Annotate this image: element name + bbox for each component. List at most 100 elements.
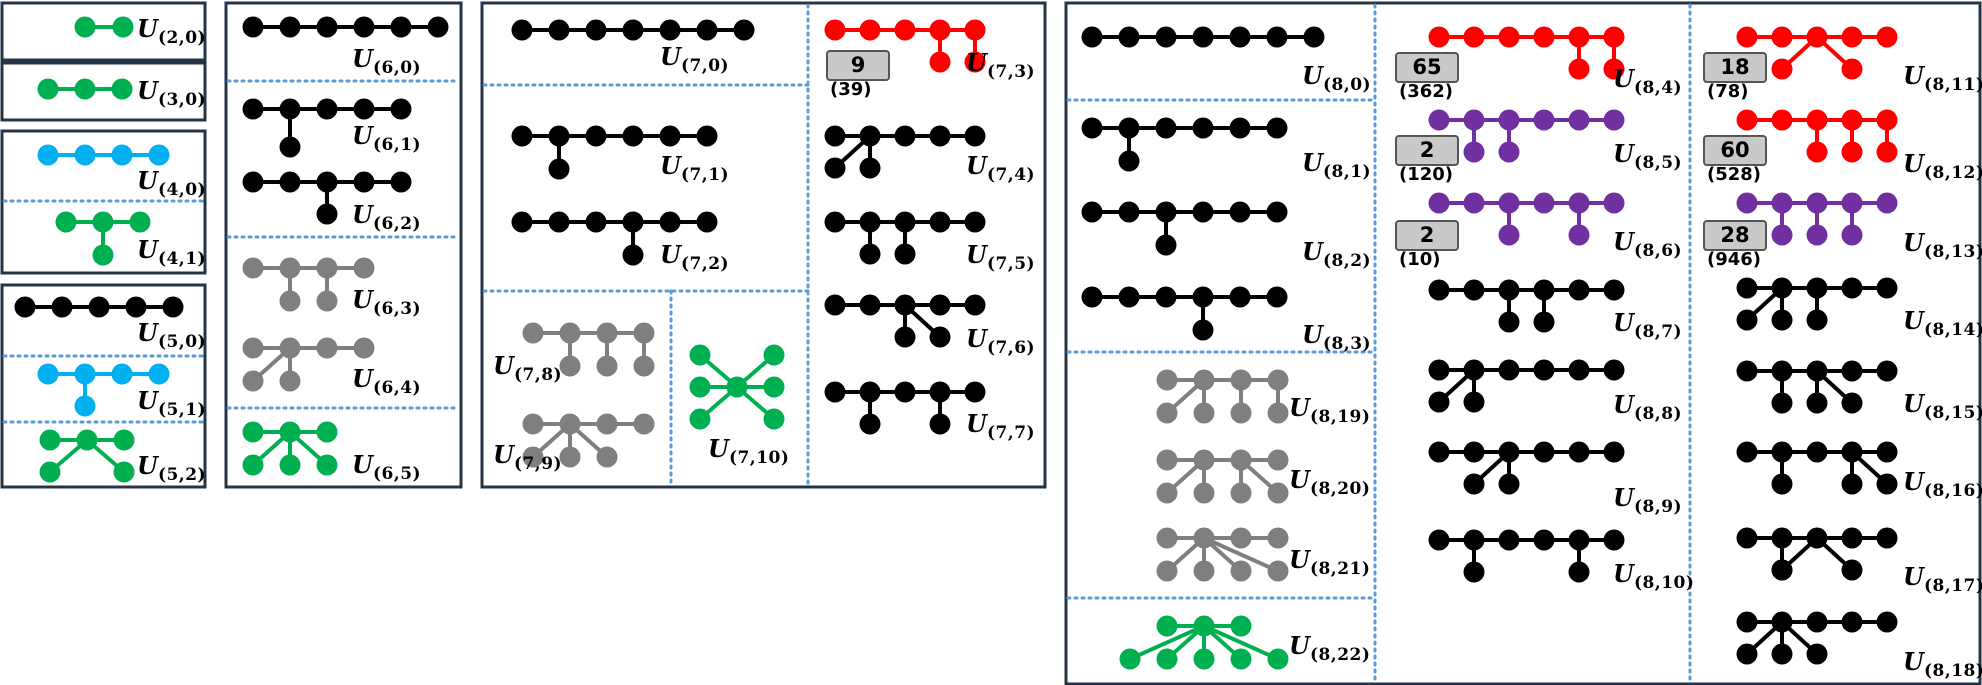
tree-vertex xyxy=(113,429,135,451)
graph-label-letter: U xyxy=(1903,306,1924,335)
graph-label-letter: U xyxy=(137,318,158,347)
graph-label-letter: U xyxy=(966,324,987,353)
graph-label-letter: U xyxy=(660,42,681,71)
tree-vertex xyxy=(111,363,133,385)
graph-label-index: (8,15) xyxy=(1923,403,1982,423)
tree-vertex xyxy=(316,171,338,193)
tree-vertex xyxy=(1229,286,1251,308)
tree-vertex xyxy=(596,322,618,344)
tree-vertex xyxy=(696,125,718,147)
tree-vertex xyxy=(1533,311,1555,333)
tree-graph-7-6 xyxy=(824,294,986,348)
tree-vertex xyxy=(1498,441,1520,463)
graph-label: U(2,0) xyxy=(137,17,206,47)
graph-label-letter: U xyxy=(1613,64,1634,93)
tree-vertex xyxy=(559,322,581,344)
tree-graph-7-9 xyxy=(522,413,655,468)
graph-label-letter: U xyxy=(352,364,373,393)
graph-label-index: (8,9) xyxy=(1633,497,1683,517)
tree-graph-7-10 xyxy=(689,344,785,430)
tree-vertex xyxy=(1463,529,1485,551)
tree-vertex xyxy=(353,257,375,279)
tree-vertex xyxy=(1771,309,1793,331)
graph-label-letter: U xyxy=(137,166,158,195)
tree-vertex xyxy=(242,421,264,443)
tree-vertex xyxy=(1568,441,1590,463)
graph-label: U(5,1) xyxy=(137,389,206,419)
tree-vertex xyxy=(1736,441,1758,463)
tree-vertex xyxy=(1267,449,1289,471)
tree-graph-7-1 xyxy=(511,125,718,180)
tree-vertex xyxy=(548,19,570,41)
tree-vertex xyxy=(1771,360,1793,382)
tree-vertex xyxy=(1428,26,1450,48)
tree-vertex xyxy=(1841,26,1863,48)
tree-vertex xyxy=(964,19,986,41)
tree-vertex xyxy=(242,98,264,120)
tree-vertex xyxy=(1463,109,1485,131)
tree-vertex xyxy=(74,16,96,38)
graph-label: U(6,0) xyxy=(352,47,421,77)
graph-label-letter: U xyxy=(1302,320,1323,349)
group-frame xyxy=(0,61,207,122)
graph-label: U(8,4) xyxy=(1613,67,1682,97)
graph-label-letter: U xyxy=(1302,61,1323,90)
tree-vertex xyxy=(1568,529,1590,551)
tree-vertex xyxy=(1876,192,1898,214)
tree-graph-6-0 xyxy=(242,16,449,38)
count-total: (39) xyxy=(830,79,872,100)
tree-vertex xyxy=(316,337,338,359)
graph-label-index: (8,13) xyxy=(1923,242,1982,262)
graph-label-index: (7,9) xyxy=(513,454,563,474)
tree-vertex xyxy=(1736,277,1758,299)
tree-vertex xyxy=(1463,391,1485,413)
tree-graph-8-5 xyxy=(1428,109,1625,163)
tree-graph-2-0 xyxy=(74,16,134,38)
tree-graph-8-14 xyxy=(1736,277,1898,331)
tree-graph-5-2 xyxy=(39,429,135,483)
count-total: (946) xyxy=(1707,249,1762,270)
tree-vertex xyxy=(1603,359,1625,381)
count-badge: 65 xyxy=(1395,52,1459,83)
tree-vertex xyxy=(279,257,301,279)
tree-vertex xyxy=(824,157,846,179)
tree-vertex xyxy=(1806,224,1828,246)
tree-vertex xyxy=(733,19,755,41)
tree-vertex xyxy=(1806,192,1828,214)
graph-label: U(5,2) xyxy=(137,454,206,484)
count-badge: 18 xyxy=(1703,52,1767,83)
tree-edge xyxy=(1203,624,1279,661)
graph-label-index: (6,2) xyxy=(372,214,422,234)
tree-vertex xyxy=(353,171,375,193)
graph-label-index: (8,7) xyxy=(1633,322,1683,342)
tree-vertex xyxy=(1841,392,1863,414)
tree-vertex xyxy=(316,16,338,38)
tree-vertex xyxy=(1463,192,1485,214)
tree-vertex xyxy=(1568,58,1590,80)
tree-vertex xyxy=(511,125,533,147)
graph-label-index: (8,22) xyxy=(1309,645,1371,665)
graph-label: U(3,0) xyxy=(137,79,206,109)
tree-vertex xyxy=(1192,319,1214,341)
tree-vertex xyxy=(1533,26,1555,48)
tree-vertex xyxy=(1806,441,1828,463)
tree-vertex xyxy=(1118,26,1140,48)
graph-label-letter: U xyxy=(1289,393,1310,422)
graph-label-index: (8,18) xyxy=(1923,661,1982,681)
group-frame xyxy=(1064,1,1982,685)
graph-label-index: (7,0) xyxy=(680,56,730,76)
graph-label-letter: U xyxy=(352,285,373,314)
tree-vertex xyxy=(74,144,96,166)
graph-label-index: (8,2) xyxy=(1322,251,1372,271)
tree-vertex xyxy=(859,157,881,179)
graph-label: U(8,20) xyxy=(1289,468,1370,498)
tree-vertex xyxy=(929,211,951,233)
tree-vertex xyxy=(548,211,570,233)
graph-label-index: (8,10) xyxy=(1633,573,1695,593)
tree-vertex xyxy=(696,19,718,41)
tree-vertex xyxy=(1841,559,1863,581)
tree-vertex xyxy=(1230,482,1252,504)
graph-label-letter: U xyxy=(137,76,158,105)
tree-graph-7-3 xyxy=(824,19,986,73)
